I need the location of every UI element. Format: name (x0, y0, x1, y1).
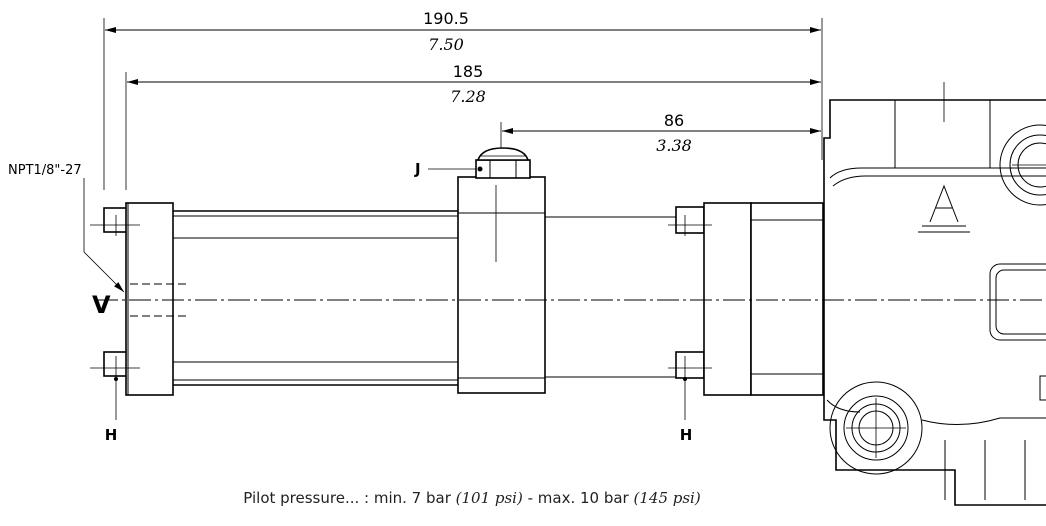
middle-block (457, 176, 546, 394)
note-min-psi: (101 psi) (456, 489, 523, 507)
port-v-label: V (92, 291, 111, 319)
right-end-cap (668, 202, 824, 396)
port-h-left-label: H (105, 426, 118, 444)
dimension-pilot-inch: 3.38 (656, 136, 692, 155)
dimension-overall-mm: 190.5 (423, 9, 469, 28)
port-j-label: J (414, 160, 421, 178)
dimension-body-inch: 7.28 (450, 87, 486, 106)
note-max-psi: (145 psi) (634, 489, 701, 507)
dimension-overall-inch: 7.50 (428, 35, 464, 54)
port-h-right-label: H (680, 426, 693, 444)
port-j-callout: J (414, 160, 476, 178)
note-prefix: Pilot pressure... : min. 7 bar (243, 489, 455, 507)
cylinder-tube (173, 210, 458, 386)
port-h-left-callout: H (105, 380, 118, 444)
thread-spec-label: NPT1/8"-27 (8, 163, 82, 178)
valve-body (823, 82, 1046, 506)
extension-lines (103, 18, 823, 190)
dimension-overall: 190.5 7.50 (105, 9, 821, 54)
dimension-body: 185 7.28 (127, 62, 821, 106)
rod-section (545, 216, 676, 378)
port-h-right-callout: H (680, 380, 693, 444)
pilot-pressure-note: Pilot pressure... : min. 7 bar (101 psi)… (243, 489, 701, 507)
dimension-pilot-mm: 86 (664, 111, 684, 130)
pilot-fitting (475, 147, 531, 179)
left-end-cap (90, 202, 186, 396)
dimension-body-mm: 185 (453, 62, 484, 81)
thread-callout: NPT1/8"-27 (8, 163, 125, 293)
dimension-pilot: 86 3.38 (502, 111, 821, 155)
note-middle: - max. 10 bar (523, 489, 634, 507)
